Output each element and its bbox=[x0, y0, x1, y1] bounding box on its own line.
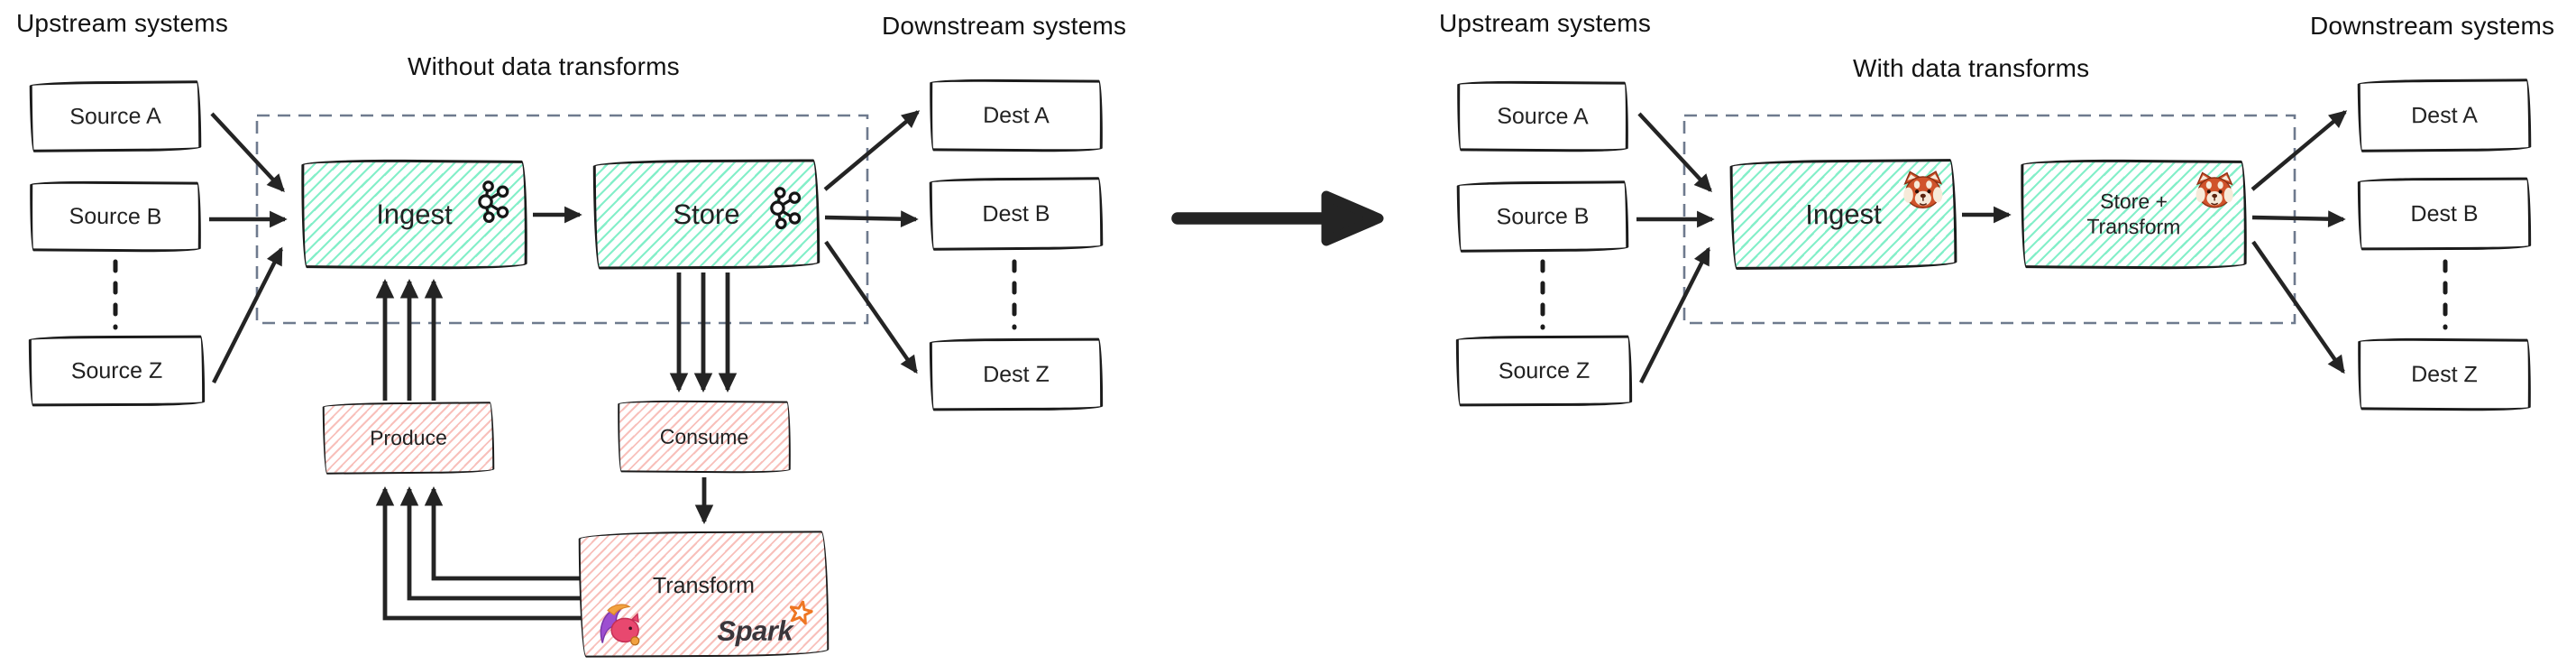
store-transform-line1: Store + bbox=[2100, 189, 2168, 214]
ingest-label: Ingest bbox=[376, 198, 453, 230]
transition-arrow bbox=[1171, 190, 1384, 246]
box-produce: Produce bbox=[322, 402, 495, 475]
arrow-store-destA bbox=[823, 110, 921, 191]
arrow-sourceZ-ingest-r bbox=[1639, 246, 1710, 383]
box-transform: Transform Spark bbox=[578, 531, 830, 658]
arrow-sourceA-ingest bbox=[210, 112, 285, 193]
arrow-sourceA-ingest-r bbox=[1637, 112, 1712, 193]
kafka-icon bbox=[476, 179, 510, 224]
produce-to-ingest-arrows bbox=[375, 279, 444, 401]
dest-z-label: Dest Z bbox=[2411, 361, 2478, 387]
produce-label: Produce bbox=[370, 425, 447, 450]
box-dest-b-right: Dest B bbox=[2357, 177, 2532, 251]
box-ingest-left: Ingest bbox=[300, 159, 528, 270]
source-b-label: Source B bbox=[1496, 203, 1590, 229]
arrow-storetransform-destZ bbox=[2251, 240, 2345, 374]
spark-logo: Spark bbox=[717, 598, 815, 648]
box-source-a-left: Source A bbox=[29, 80, 202, 152]
source-z-label: Source Z bbox=[70, 357, 163, 383]
transform-to-produce-arrows bbox=[375, 486, 582, 621]
spark-wordmark: Spark bbox=[717, 614, 793, 648]
box-source-b-right: Source B bbox=[1456, 180, 1629, 253]
dest-a-label: Dest A bbox=[2411, 102, 2478, 128]
box-dest-a-left: Dest A bbox=[929, 79, 1104, 152]
dest-b-label: Dest B bbox=[982, 200, 1050, 226]
ellipsis-connectors bbox=[113, 259, 2448, 330]
box-dest-b-left: Dest B bbox=[929, 177, 1104, 251]
redpanda-icon bbox=[1902, 170, 1944, 209]
box-store-left: Store bbox=[592, 159, 820, 270]
flink-icon bbox=[595, 601, 644, 648]
right-upstream-title: Upstream systems bbox=[1439, 9, 1652, 37]
right-diagram-title: With data transforms bbox=[1853, 54, 2090, 82]
kafka-icon bbox=[768, 186, 802, 231]
consume-label: Consume bbox=[659, 424, 749, 448]
box-dest-a-right: Dest A bbox=[2357, 79, 2532, 152]
spark-star-icon bbox=[787, 598, 815, 626]
source-a-label: Source A bbox=[1497, 103, 1589, 129]
source-z-label: Source Z bbox=[1498, 357, 1591, 383]
dest-z-label: Dest Z bbox=[983, 361, 1050, 387]
left-upstream-title: Upstream systems bbox=[16, 9, 229, 37]
dest-b-label: Dest B bbox=[2410, 200, 2479, 226]
left-diagram-title: Without data transforms bbox=[408, 52, 680, 80]
arrow-sourceZ-ingest bbox=[212, 246, 283, 383]
box-source-a-right: Source A bbox=[1456, 80, 1629, 152]
box-consume: Consume bbox=[617, 400, 792, 474]
ingest-label: Ingest bbox=[1805, 198, 1882, 230]
box-dest-z-left: Dest Z bbox=[929, 337, 1104, 411]
arrow-store-destZ bbox=[824, 240, 918, 374]
box-source-z-left: Source Z bbox=[28, 335, 206, 407]
box-source-b-left: Source B bbox=[29, 180, 202, 253]
left-downstream-title: Downstream systems bbox=[882, 12, 1127, 40]
box-dest-z-right: Dest Z bbox=[2357, 337, 2532, 411]
store-transform-line2: Transform bbox=[2086, 214, 2181, 238]
right-downstream-title: Downstream systems bbox=[2310, 12, 2555, 40]
source-b-label: Source B bbox=[69, 203, 162, 229]
arrow-storetransform-destA bbox=[2251, 110, 2348, 191]
arrow-storetransform-destB bbox=[2251, 210, 2346, 228]
store-to-consume-arrows bbox=[669, 272, 738, 393]
dest-a-label: Dest A bbox=[983, 102, 1050, 128]
box-ingest-right: Ingest bbox=[1729, 159, 1957, 270]
arrow-store-destB bbox=[824, 210, 919, 228]
store-label: Store bbox=[673, 198, 740, 230]
box-store-transform: Store + Transform bbox=[2020, 159, 2248, 270]
store-transform-label: Store + Transform bbox=[2086, 189, 2180, 239]
box-source-z-right: Source Z bbox=[1455, 335, 1633, 407]
transform-label: Transform bbox=[652, 572, 756, 599]
redpanda-icon bbox=[2195, 171, 2234, 208]
source-a-label: Source A bbox=[69, 103, 161, 129]
